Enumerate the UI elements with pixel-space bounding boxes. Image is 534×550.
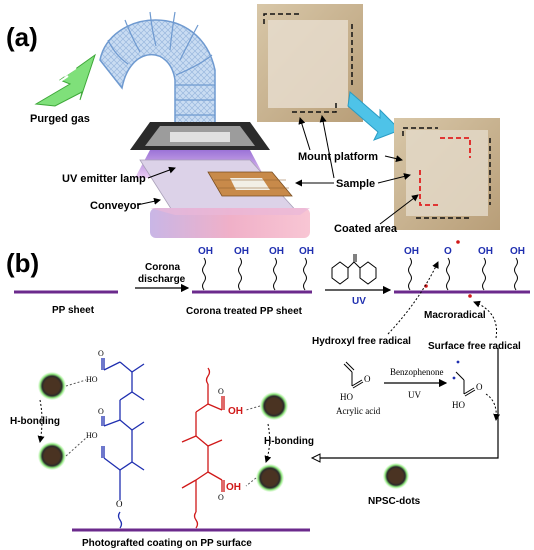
conveyor-label: Conveyor — [90, 200, 141, 212]
oh-label-7: OH — [510, 246, 525, 257]
corona-oh-groups — [202, 257, 307, 291]
npsc-dot-1 — [38, 372, 66, 400]
transfer-arrow — [347, 91, 401, 141]
panel-a-label: (a) — [6, 22, 38, 52]
sample-photo-before — [257, 4, 363, 122]
h-bonding-right-label: H-bonding — [264, 436, 314, 447]
sample-pointer-2 — [319, 115, 335, 179]
oh-label-3: OH — [269, 246, 284, 257]
mount-platform-label: Mount platform — [298, 151, 378, 163]
surface-radical-label: Surface free radical — [428, 341, 521, 352]
macroradical-label: Macroradical — [424, 310, 486, 321]
acrylic-radical-structure — [452, 360, 476, 397]
sample-on-conveyor — [207, 171, 293, 197]
acrylic-ho-label: HO — [340, 392, 353, 402]
hydroxyl-pointer — [387, 261, 439, 335]
purge-duct — [99, 11, 216, 131]
h-bond-arrow-left — [37, 399, 45, 443]
mount-pointer-1 — [298, 117, 311, 151]
photografted-label: Photografted coating on PP surface — [82, 538, 252, 549]
npsc-dot-3 — [260, 392, 288, 420]
acrylic-acid-label: Acrylic acid — [336, 406, 381, 416]
npsc-dot-4 — [256, 464, 284, 492]
radical-to-coating-arrow — [485, 393, 501, 421]
pp-sheet-label: PP sheet — [52, 305, 95, 316]
npsc-dot-legend — [383, 463, 409, 489]
oh-label-2: OH — [234, 246, 249, 257]
sample-pointer-3 — [377, 173, 411, 184]
radical-o-label: O — [476, 382, 483, 392]
uv-lamp-label: UV emitter lamp — [62, 173, 146, 185]
red-o-2: O — [218, 493, 224, 502]
reaction-uv-label: UV — [408, 390, 421, 400]
blue-polymer-chain — [101, 358, 145, 529]
red-polymer-chain — [181, 367, 225, 529]
radical-ho-label: HO — [452, 400, 465, 410]
oh-label-5: OH — [404, 246, 419, 257]
blue-oh-1: HO — [86, 375, 98, 384]
blue-o-link: O — [116, 499, 123, 509]
sample-photo-after — [394, 118, 500, 230]
mount-pointer-2 — [384, 155, 403, 163]
corona-treated-label: Corona treated PP sheet — [186, 306, 303, 317]
process-return-arrow — [318, 348, 499, 459]
sample-label: Sample — [336, 178, 375, 190]
process-return-head — [310, 453, 321, 463]
macroradical-chains — [408, 240, 518, 298]
npsc-dot-2 — [38, 442, 66, 470]
panel-b-label: (b) — [6, 248, 39, 278]
red-oh-1: OH — [228, 406, 243, 417]
acrylic-acid-structure — [343, 361, 364, 389]
dot4-link — [245, 477, 257, 487]
blue-oh-2: HO — [86, 431, 98, 440]
conveyor-pointer — [136, 197, 161, 206]
red-o-1: O — [218, 387, 224, 396]
oh-label-4: OH — [299, 246, 314, 257]
acrylic-o-label: O — [364, 374, 371, 384]
corona-label-2: discharge — [138, 274, 186, 285]
oh-label-6: OH — [478, 246, 493, 257]
uv-lamp-pointer — [147, 166, 176, 179]
purged-gas-arrow — [34, 53, 96, 107]
purged-gas-label: Purged gas — [30, 113, 90, 125]
coated-area-label: Coated area — [334, 223, 398, 235]
benzophenone-structure — [331, 254, 377, 285]
npsc-dots-label: NPSC-dots — [368, 496, 421, 507]
blue-o-1: O — [98, 349, 104, 358]
oh-label-1: OH — [198, 246, 213, 257]
dot2-link — [65, 437, 87, 457]
surface-pointer — [473, 300, 498, 339]
benzophenone-label: Benzophenone — [390, 367, 443, 377]
uv-lamp-housing — [130, 122, 270, 150]
corona-label-1: Corona — [145, 262, 180, 273]
red-oh-2: OH — [226, 482, 241, 493]
blue-o-2: O — [98, 407, 104, 416]
dot1-link — [65, 379, 87, 387]
o-radical-label: O — [444, 246, 452, 257]
coated-pointer — [379, 194, 419, 225]
h-bonding-left-label: H-bonding — [10, 416, 60, 427]
uv-label: UV — [352, 296, 366, 307]
hydroxyl-radical-label: Hydroxyl free radical — [312, 336, 411, 347]
dot3-link — [245, 405, 261, 411]
